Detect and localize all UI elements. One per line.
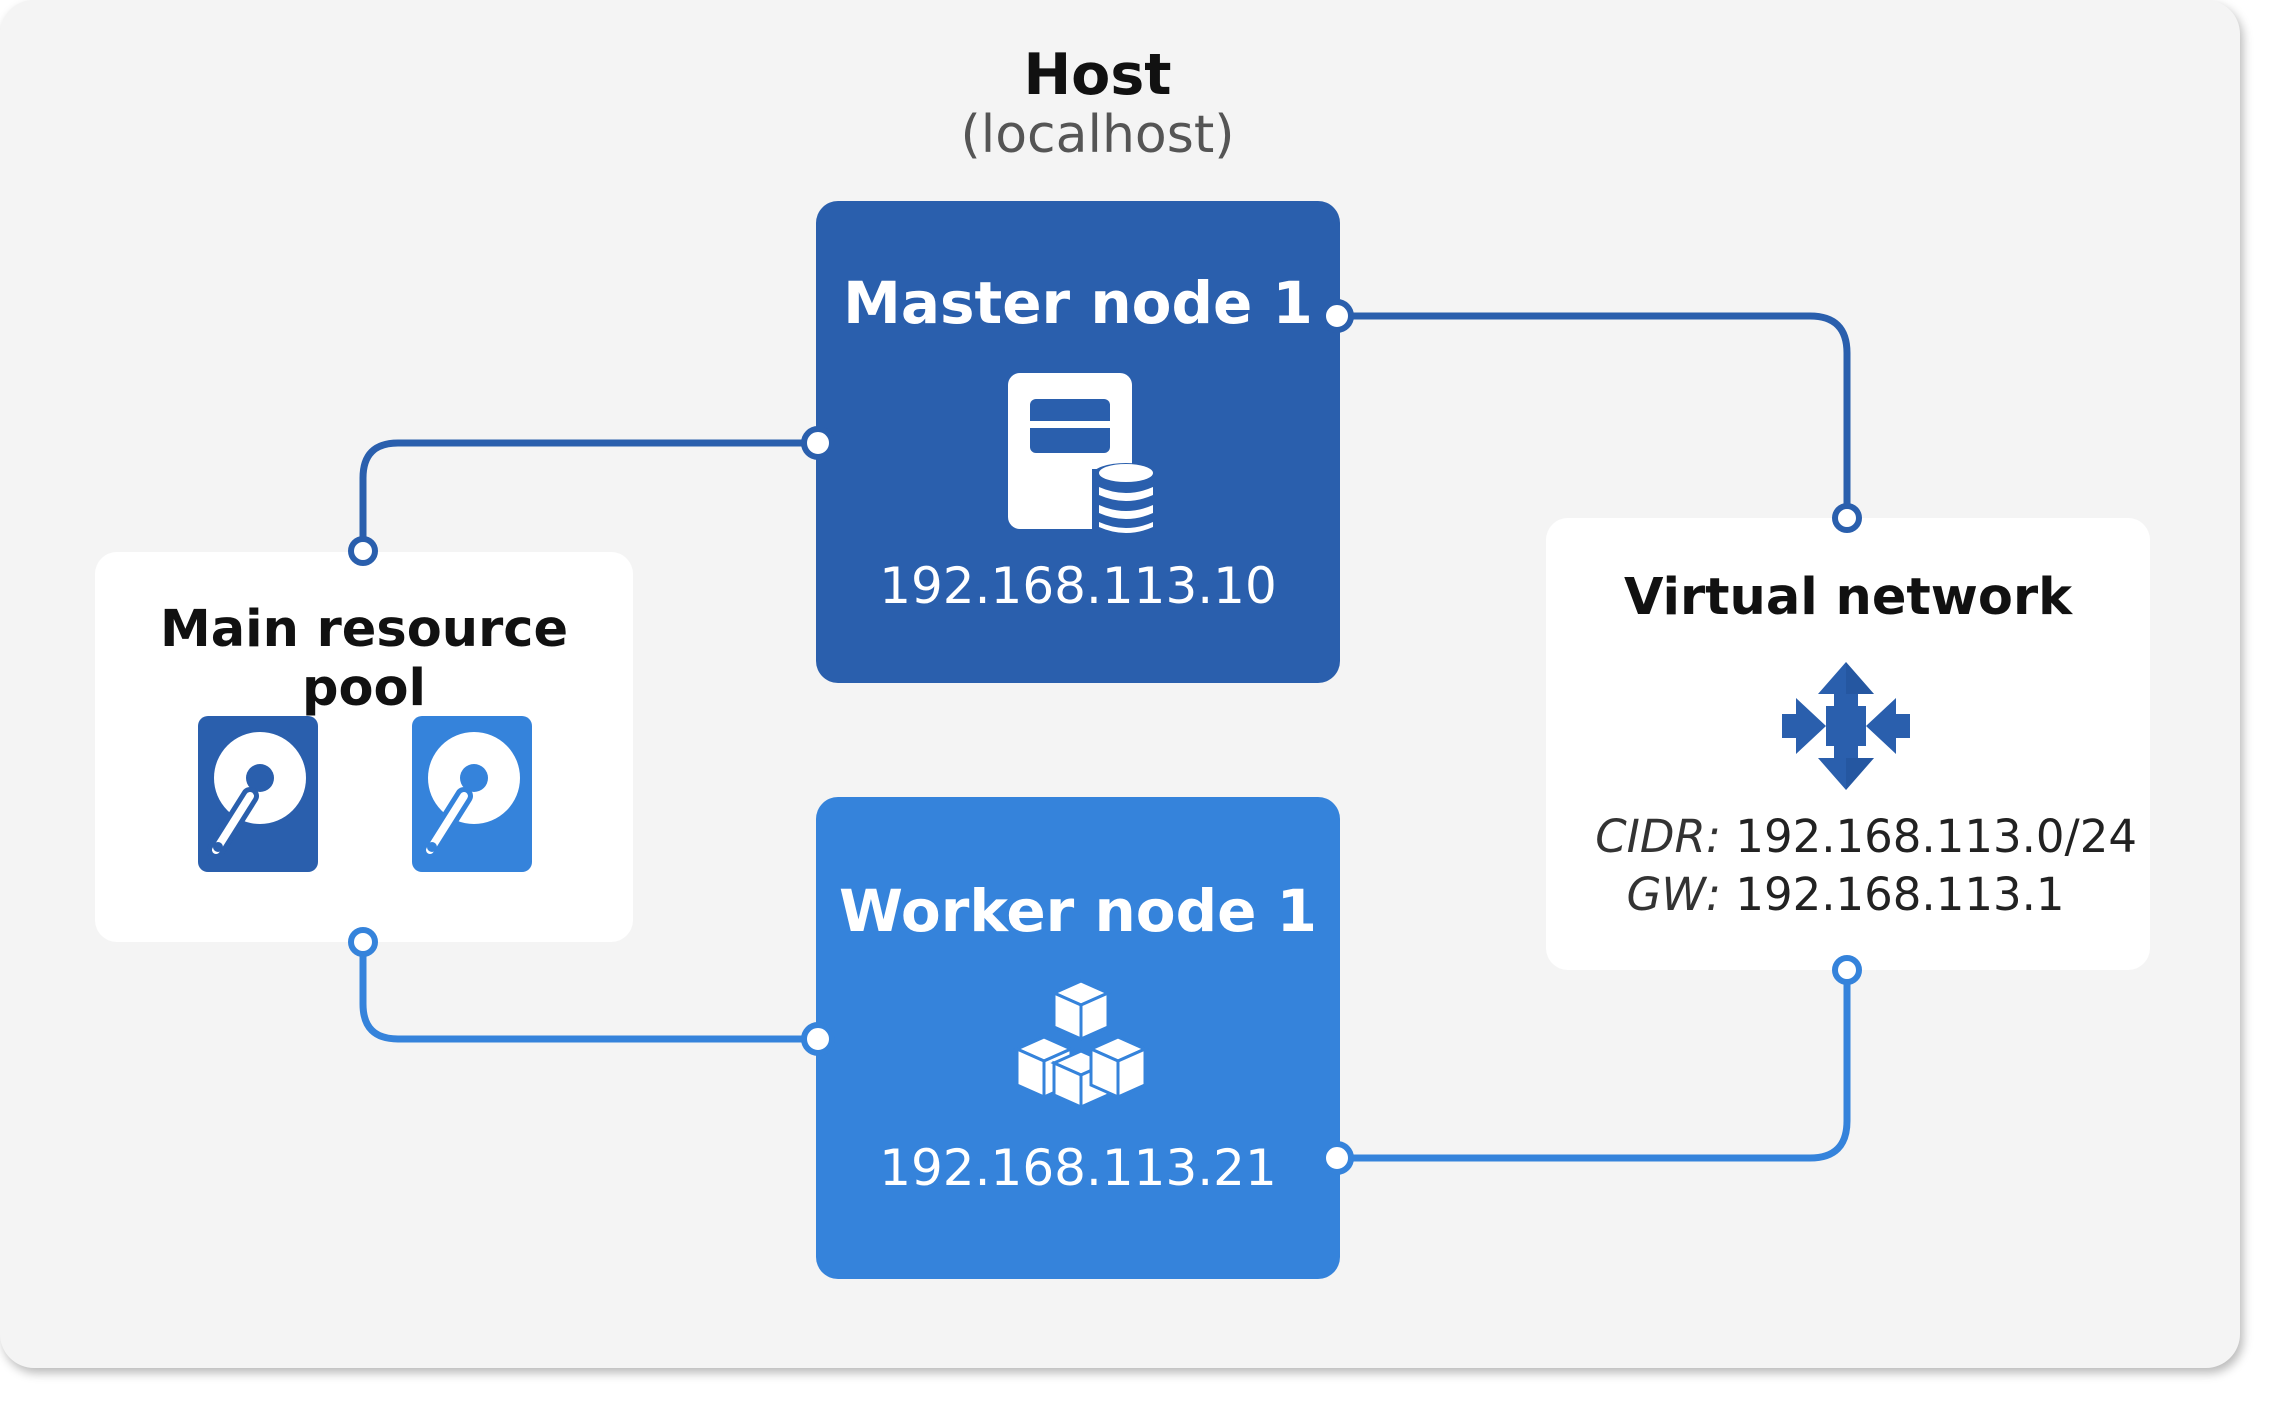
cidr-value: 192.168.113.0/24	[1735, 810, 2137, 863]
network-top-port	[1832, 503, 1862, 533]
gw-label: GW:	[1626, 868, 1721, 921]
worker-right-port	[1320, 1141, 1354, 1175]
gw-value: 192.168.113.1	[1735, 868, 2065, 921]
gw-row: GW: 192.168.113.1	[1546, 868, 2065, 921]
master-right-port	[1320, 299, 1354, 333]
pool-to-worker-line	[359, 938, 822, 1043]
virtual-network-title: Virtual network	[1623, 568, 2073, 627]
worker-node-card[interactable]: Worker node 1 192.168.11	[816, 797, 1340, 1279]
master-node-card[interactable]: Master node 1 192.168.113.10	[816, 201, 1340, 683]
network-bottom-port	[1832, 955, 1862, 985]
cubes-icon	[1006, 979, 1156, 1113]
host-title: Host	[1023, 42, 1172, 108]
master-node-ip: 192.168.113.10	[879, 557, 1277, 615]
master-left-port	[801, 426, 835, 460]
pool-top-port	[348, 536, 378, 566]
master-node-title: Master node 1	[843, 269, 1313, 337]
resource-pool-title: Main resource pool	[159, 600, 569, 718]
worker-node-title: Worker node 1	[838, 877, 1318, 945]
hard-disk-icon	[198, 716, 318, 876]
host-subtitle: (localhost)	[960, 105, 1235, 165]
pool-bottom-port	[348, 927, 378, 957]
cidr-label: CIDR:	[1595, 810, 1721, 863]
master-to-network-line	[1333, 312, 1851, 522]
router-arrows-icon	[1778, 658, 1914, 798]
resource-pool-card[interactable]: Main resource pool	[95, 552, 633, 942]
worker-left-port	[801, 1022, 835, 1056]
worker-node-ip: 192.168.113.21	[879, 1139, 1277, 1197]
server-database-icon	[1002, 369, 1162, 543]
virtual-network-card[interactable]: Virtual network CIDR: 192.168.113.0/2	[1546, 518, 2150, 970]
hard-disk-icon	[412, 716, 532, 876]
cidr-row: CIDR: 192.168.113.0/24	[1546, 810, 2137, 863]
worker-to-network-line	[1333, 966, 1851, 1162]
master-to-pool-line	[359, 439, 822, 555]
